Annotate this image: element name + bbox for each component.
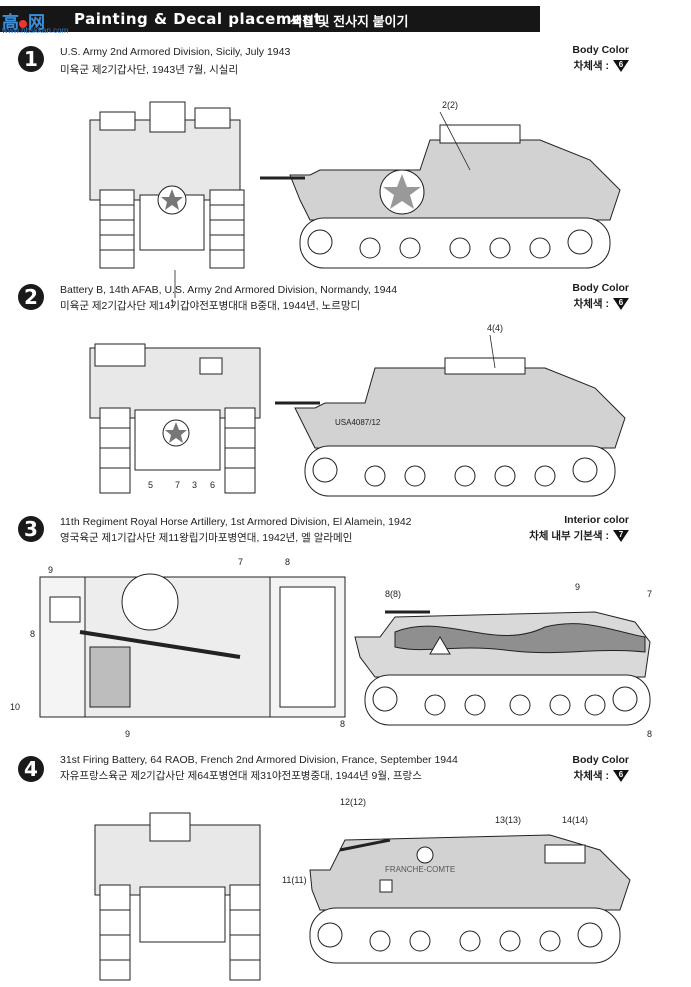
logo-dot-icon	[19, 20, 27, 28]
color-code: 6	[618, 770, 624, 780]
callout-label: 11(11)	[282, 875, 307, 885]
scheme-number-badge: 1	[18, 46, 44, 72]
callout-label: 9	[575, 582, 580, 592]
serial-number: USA4087/12	[335, 418, 381, 427]
callout-label: 8	[30, 629, 35, 639]
logo-glyph-1: 高	[2, 13, 19, 33]
scheme-2: 2 Battery B, 14th AFAB, U.S. Army 2nd Ar…	[0, 278, 691, 508]
color-code-triangle-icon: 7	[613, 530, 629, 543]
callout-label: 10	[10, 702, 20, 712]
color-label: Body Color	[572, 44, 629, 56]
color-label: Body Color	[572, 754, 629, 766]
front-view-drawing	[94, 812, 261, 981]
page-title-korean: 색칠 및 전사지 붙이기	[290, 14, 409, 29]
callout-label: 13(13)	[495, 815, 521, 825]
color-label-korean: 차체 내부 기본색 :	[529, 530, 609, 542]
vehicle-name-decal: FRANCHE-COMTE	[385, 865, 455, 874]
front-view-drawing: 5 7 3 6	[89, 343, 261, 494]
color-code-triangle-icon: 6	[613, 60, 629, 73]
scheme-caption-korean: 영국육군 제1기갑사단 제11왕립기마포병연대, 1942년, 엘 알라메인	[60, 532, 353, 544]
color-label-korean: 차체색 :	[573, 770, 609, 782]
callout-label: 7	[238, 557, 243, 567]
callout-label: 12(12)	[340, 797, 366, 807]
color-label-korean: 차체색 :	[573, 298, 609, 310]
callout-label: 14(14)	[562, 815, 588, 825]
callout-label: 4(4)	[487, 323, 503, 333]
callout-label: 3	[192, 480, 197, 490]
callout-label: 7	[175, 480, 180, 490]
callout-label: 9	[48, 565, 53, 575]
side-view-drawing: 2(2)	[260, 100, 621, 269]
scheme-3: 3 11th Regiment Royal Horse Artillery, 1…	[0, 512, 691, 752]
color-reference: Body Color 차체색 : 6	[572, 282, 629, 311]
page-header: 高网 www.hbskkan.com Painting & Decal plac…	[0, 6, 691, 35]
site-logo: 高网 www.hbskkan.com	[2, 8, 68, 38]
callout-label: 8	[647, 729, 652, 739]
scheme-number-badge: 4	[18, 756, 44, 782]
front-view-drawing: 1	[89, 101, 245, 308]
side-view-drawing: 8(8) 9 7 8	[354, 582, 652, 739]
callout-label: 9	[125, 729, 130, 739]
top-view-drawing: 9 7 8 8 10 9 8	[10, 557, 346, 739]
logo-glyph-2: 网	[28, 13, 45, 33]
callout-label: 6	[210, 480, 215, 490]
scheme-1: 1 U.S. Army 2nd Armored Division, Sicily…	[0, 40, 691, 308]
scheme-4: 4 31st Firing Battery, 64 RAOB, French 2…	[0, 750, 691, 987]
callout-label: 5	[148, 480, 153, 490]
color-code: 7	[618, 530, 624, 540]
scheme-caption: 11th Regiment Royal Horse Artillery, 1st…	[60, 516, 412, 528]
color-code: 6	[618, 298, 624, 308]
page-title: Painting & Decal placement	[74, 10, 322, 28]
color-reference: Body Color 차체색 : 6	[572, 44, 629, 73]
color-code-triangle-icon: 6	[613, 298, 629, 311]
scheme-number-badge: 3	[18, 516, 44, 542]
callout-label: 1	[170, 298, 175, 308]
scheme-number-badge: 2	[18, 284, 44, 310]
callout-label: 7	[647, 589, 652, 599]
color-label: Interior color	[564, 514, 629, 526]
color-label: Body Color	[572, 282, 629, 294]
logo-url: www.hbskkan.com	[2, 26, 69, 35]
scheme-caption: U.S. Army 2nd Armored Division, Sicily, …	[60, 46, 291, 58]
callout-label: 8(8)	[385, 589, 401, 599]
side-view-drawing: USA4087/12 4(4)	[275, 323, 626, 497]
color-reference: Body Color 차체색 : 6	[572, 754, 629, 783]
color-label-korean: 차체색 :	[573, 60, 609, 72]
scheme-caption-korean: 미육군 제2기갑사단 제14기갑야전포병대대 B중대, 1944년, 노르망디	[60, 300, 361, 312]
callout-label: 8	[285, 557, 290, 567]
color-code: 6	[618, 60, 624, 70]
header-bar	[0, 6, 540, 32]
color-code-triangle-icon: 6	[613, 770, 629, 783]
scheme-caption: Battery B, 14th AFAB, U.S. Army 2nd Armo…	[60, 284, 398, 296]
side-view-drawing: FRANCHE-COMTE 12(12) 13(13) 14(14) 11(11…	[282, 797, 631, 964]
scheme-caption-korean: 미육군 제2기갑사단, 1943년 7월, 시실리	[60, 64, 239, 76]
callout-label: 2(2)	[442, 100, 458, 110]
scheme-caption-korean: 자유프랑스육군 제2기갑사단 제64포병연대 제31야전포병중대, 1944년 …	[60, 770, 422, 782]
color-reference: Interior color 차체 내부 기본색 : 7	[529, 514, 629, 543]
scheme-caption: 31st Firing Battery, 64 RAOB, French 2nd…	[60, 754, 458, 766]
callout-label: 8	[340, 719, 345, 729]
